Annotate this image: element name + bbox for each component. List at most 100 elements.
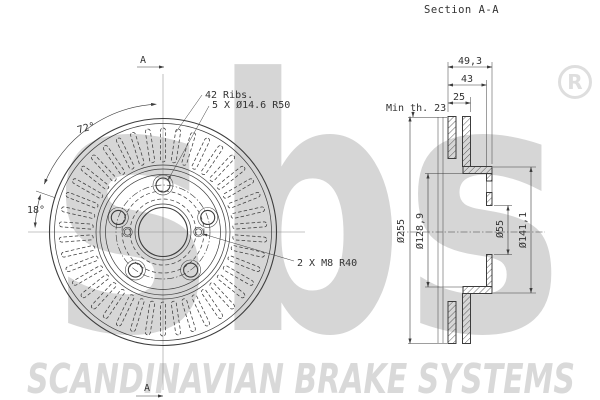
- vent-rib: [58, 234, 94, 243]
- vent-rib: [80, 274, 110, 299]
- brand-banner-watermark: SCANDINAVIAN BRAKE SYSTEMS: [27, 355, 575, 400]
- vent-rib: [191, 137, 210, 170]
- bolt-hole: [110, 209, 126, 226]
- vent-rib: [222, 178, 254, 199]
- hat-wall-top: [462, 166, 493, 174]
- disc-circle: [54, 123, 272, 341]
- ribs-leader-line: [175, 94, 203, 133]
- hub-flange-top-upper: [486, 173, 493, 182]
- disc-circle: [115, 184, 211, 280]
- vent-rib: [200, 145, 224, 175]
- angle-72-label: 72°: [76, 121, 96, 136]
- vent-rib: [216, 274, 246, 299]
- section-marker-top-label: A: [140, 55, 146, 66]
- thread-holes-leader-line: [202, 233, 295, 262]
- disc-face-geometry: [48, 117, 278, 347]
- bolt-hole-chamfer: [125, 259, 146, 281]
- vent-rib: [232, 234, 268, 243]
- vent-rib: [116, 294, 135, 327]
- outboard-plate-top: [447, 116, 457, 159]
- disc-circle: [134, 203, 192, 261]
- vent-rib: [227, 192, 261, 209]
- min-thickness-label: Min th. 23: [386, 103, 446, 114]
- hub-flange-top-lower: [486, 192, 493, 206]
- angle-18-label: 18°: [27, 205, 45, 216]
- m8-thread-circle: [193, 226, 204, 238]
- bore-diameter-dim: Ø55: [494, 220, 506, 238]
- offset-angle-arc: [33, 194, 41, 228]
- outer-diameter-dim: Ø255: [395, 219, 407, 243]
- bolt-pattern-leader-line: [167, 105, 210, 181]
- vent-rib: [209, 154, 235, 182]
- m8-thread-hole: [194, 228, 203, 236]
- disc-circle: [99, 168, 227, 296]
- vent-rib: [222, 265, 254, 286]
- vent-rib: [130, 298, 145, 332]
- disc-circle: [121, 190, 205, 274]
- vent-rib: [227, 255, 261, 272]
- vent-rib: [170, 128, 182, 164]
- vent-rib: [144, 300, 156, 336]
- ribs-label: 42 Ribs.: [205, 90, 253, 101]
- bolt-hole: [183, 262, 199, 278]
- bolt-hole-chamfer: [152, 174, 174, 196]
- bolt-hole: [155, 177, 171, 193]
- bolt-hole-chamfer: [180, 259, 201, 281]
- bolt-hole: [127, 262, 143, 278]
- section-marker-top: A: [137, 55, 165, 69]
- disc-section-material: [447, 116, 493, 344]
- bolt-angle-extension-line: [35, 190, 55, 198]
- vent-rib: [216, 165, 246, 190]
- bolt-hole-chamfer: [108, 207, 129, 228]
- watermark-layer: sbs R SCANDINAVIAN BRAKE SYSTEMS: [27, 5, 592, 400]
- vent-rib: [61, 245, 96, 258]
- registered-mark-circle: [558, 65, 592, 99]
- bolt-hole: [200, 209, 216, 226]
- hat-wall-bottom: [462, 286, 493, 294]
- m8-thread-circle: [122, 226, 133, 238]
- hub-flange-bottom: [486, 254, 493, 287]
- thread-holes-label: 2 X M8 R40: [297, 258, 357, 269]
- outboard-plate-bottom: [447, 301, 457, 344]
- inboard-plate-top: [462, 116, 471, 167]
- section-marker-bottom: A: [136, 383, 164, 398]
- bolt-spacing-angle-arc: [44, 102, 157, 185]
- front-view: A A 72° 18° 42 Ribs. 5 X Ø14.6 R50 2 X M…: [27, 55, 357, 398]
- vent-rib: [170, 300, 182, 336]
- ring-thickness-dim: 25: [453, 92, 465, 103]
- vent-rib: [58, 221, 94, 230]
- dimension-lines: [408, 65, 533, 344]
- hat-depth-dim: 43: [461, 74, 473, 85]
- vent-rib: [230, 206, 265, 219]
- hat-outer-diameter-dim: Ø141,1: [517, 212, 529, 248]
- vent-rib: [102, 289, 126, 319]
- vent-rib: [61, 206, 96, 219]
- vent-rib: [91, 282, 117, 310]
- bolt-pattern-label: 5 X Ø14.6 R50: [212, 99, 290, 111]
- vent-rib: [200, 289, 224, 319]
- vent-rib: [232, 221, 268, 230]
- disc-circle: [105, 174, 221, 290]
- bolt-hole-chamfer: [197, 207, 218, 228]
- section-title: Section A-A: [424, 4, 499, 16]
- disc-circle: [95, 164, 231, 300]
- sbs-logo-watermark: sbs: [52, 5, 564, 400]
- vent-rib: [72, 265, 104, 286]
- vent-rib: [181, 132, 196, 166]
- inboard-plate-bottom: [462, 293, 471, 344]
- m8-thread-hole: [123, 228, 132, 236]
- vent-rib: [191, 294, 210, 327]
- overall-width-dim: 49,3: [458, 56, 482, 67]
- vent-rib: [209, 282, 235, 310]
- vent-rib: [160, 301, 166, 337]
- vent-rib: [160, 127, 166, 163]
- disc-circle: [48, 117, 278, 347]
- section-marker-bottom-label: A: [144, 383, 150, 394]
- disc-circle: [129, 198, 197, 266]
- inner-hat-diameter-dim: Ø128,9: [414, 213, 426, 249]
- disc-circle: [137, 206, 189, 258]
- vent-rib: [181, 298, 196, 332]
- vent-rib: [65, 192, 99, 209]
